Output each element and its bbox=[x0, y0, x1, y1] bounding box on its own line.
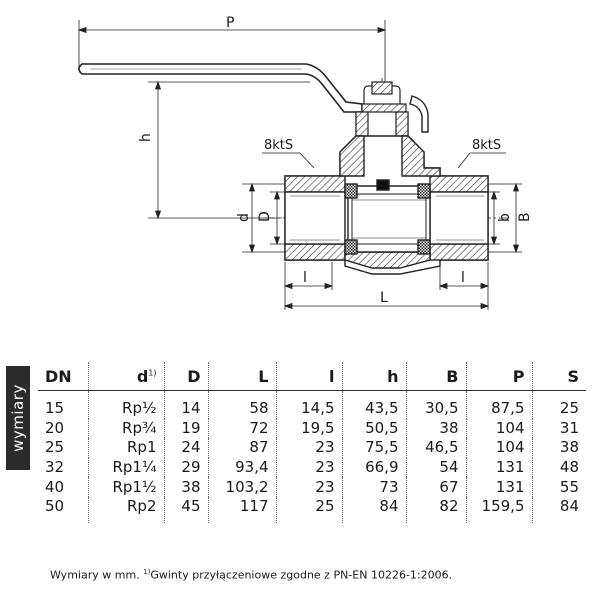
col-header-S: S bbox=[531, 362, 586, 391]
cell-P: 159,5 bbox=[465, 496, 532, 523]
cell-B: 46,5 bbox=[405, 438, 466, 458]
cell-P: 131 bbox=[465, 457, 532, 478]
dim-L-label: L bbox=[380, 290, 388, 306]
cell-dn: 15 bbox=[45, 399, 65, 418]
cell-l: 25 bbox=[275, 496, 342, 523]
cell-B: 38 bbox=[405, 418, 466, 439]
cell-S: 38 bbox=[531, 438, 586, 458]
col-header-h: h bbox=[341, 362, 406, 391]
wrench-size-left-label: 8ktS bbox=[264, 138, 293, 153]
cell-D: 19 bbox=[163, 418, 208, 439]
dim-D-label: D bbox=[257, 211, 273, 222]
cell-B: 67 bbox=[405, 477, 466, 497]
cell-L: 103,2 bbox=[207, 477, 276, 497]
cell-l: 14,5 bbox=[275, 390, 342, 419]
cell-D: 45 bbox=[163, 496, 208, 523]
cell-h: 43,5 bbox=[341, 390, 406, 419]
cell-B: 82 bbox=[405, 496, 466, 523]
cell-S: 55 bbox=[531, 477, 586, 497]
cell-D: 14 bbox=[163, 390, 208, 419]
valve-body bbox=[284, 135, 489, 275]
col-header-dn: DN bbox=[38, 362, 88, 391]
col-header-B: B bbox=[405, 362, 466, 391]
cell-S: 48 bbox=[531, 457, 586, 478]
wrench-size-right-label: 8ktS bbox=[472, 138, 501, 153]
dim-b-label: b bbox=[497, 213, 513, 222]
cell-L: 117 bbox=[207, 496, 276, 523]
cell-l: 23 bbox=[275, 477, 342, 497]
cell-l: 19,5 bbox=[275, 418, 342, 439]
cell-S: 25 bbox=[531, 390, 586, 419]
cell-d: Rp1¼ bbox=[87, 457, 164, 478]
cell-L: 72 bbox=[207, 418, 276, 439]
footnote-threads: Gwinty przyłączeniowe zgodne z PN-EN 102… bbox=[150, 568, 453, 582]
cell-L: 58 bbox=[207, 390, 276, 419]
cell-d: Rp½ bbox=[87, 390, 164, 419]
cell-dn: 25 bbox=[45, 438, 65, 457]
footnote: Wymiary w mm. 1)Gwinty przyłączeniowe zg… bbox=[50, 568, 452, 582]
col-header-L: L bbox=[207, 362, 276, 391]
side-label-text: wymiary bbox=[9, 384, 27, 452]
cell-h: 75,5 bbox=[341, 438, 406, 458]
cell-l: 23 bbox=[275, 457, 342, 478]
cell-L: 93,4 bbox=[207, 457, 276, 478]
cell-D: 24 bbox=[163, 438, 208, 458]
cell-P: 87,5 bbox=[465, 390, 532, 419]
col-header-l: l bbox=[275, 362, 342, 391]
cell-dn: 20 bbox=[45, 418, 65, 437]
dim-h-label: h bbox=[138, 133, 154, 142]
col-header-D: D bbox=[163, 362, 208, 391]
cell-h: 66,9 bbox=[341, 457, 406, 478]
cell-B: 30,5 bbox=[405, 390, 466, 419]
cell-dn: 40 bbox=[45, 477, 65, 496]
footnote-mark: 1) bbox=[143, 568, 151, 576]
dim-l-right-label: l bbox=[461, 270, 465, 286]
cell-dn: 32 bbox=[45, 458, 65, 477]
cell-d: Rp2 bbox=[87, 496, 164, 523]
cell-P: 131 bbox=[465, 477, 532, 497]
col-header-d: d1) bbox=[87, 362, 164, 391]
footnote-units: Wymiary w mm. bbox=[50, 568, 144, 582]
cell-dn: 50 bbox=[45, 497, 65, 516]
table-header-row: DN d1) D L l h B P S bbox=[38, 362, 586, 391]
cell-P: 104 bbox=[465, 438, 532, 458]
cell-L: 87 bbox=[207, 438, 276, 458]
cell-h: 84 bbox=[341, 496, 406, 523]
col-header-d-text: d bbox=[136, 366, 149, 386]
cell-D: 29 bbox=[163, 457, 208, 478]
dim-B-label: B bbox=[517, 212, 533, 222]
cell-d: Rp1 bbox=[87, 438, 164, 458]
dim-P-label: P bbox=[226, 15, 234, 31]
dim-l-left-label: l bbox=[303, 270, 307, 286]
dimensions-side-label: wymiary bbox=[6, 366, 30, 470]
cell-d: Rp1½ bbox=[87, 477, 164, 497]
dim-d-label: d bbox=[236, 213, 252, 222]
cell-h: 50,5 bbox=[341, 418, 406, 439]
cell-S: 31 bbox=[531, 418, 586, 439]
cell-B: 54 bbox=[405, 457, 466, 478]
valve-handle bbox=[78, 63, 429, 133]
col-header-d-footnote-mark: 1) bbox=[148, 368, 157, 378]
cell-D: 38 bbox=[163, 477, 208, 497]
col-header-P: P bbox=[465, 362, 532, 391]
cell-h: 73 bbox=[341, 477, 406, 497]
cell-S: 84 bbox=[531, 496, 586, 523]
cell-P: 104 bbox=[465, 418, 532, 439]
cell-l: 23 bbox=[275, 438, 342, 458]
ball-valve-technical-drawing: P h d D b B l l L 8ktS 8ktS bbox=[77, 15, 533, 310]
cell-d: Rp¾ bbox=[87, 418, 164, 439]
dimension-labels: P h d D b B l l L 8ktS 8ktS bbox=[138, 15, 533, 306]
